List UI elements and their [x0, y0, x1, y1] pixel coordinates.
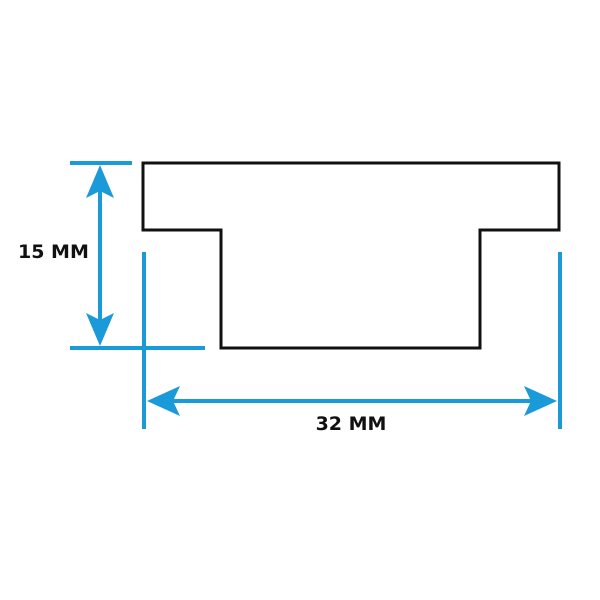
width-label: 32 MM	[316, 413, 387, 435]
t-profile-outline	[141, 161, 561, 350]
width-dimension	[142, 252, 562, 429]
arrow-left-icon	[147, 386, 180, 416]
arrow-up-icon	[86, 165, 114, 198]
arrow-right-icon	[524, 386, 557, 416]
height-label: 15 MM	[18, 241, 89, 263]
arrow-down-icon	[86, 313, 114, 346]
height-dimension	[70, 161, 205, 350]
